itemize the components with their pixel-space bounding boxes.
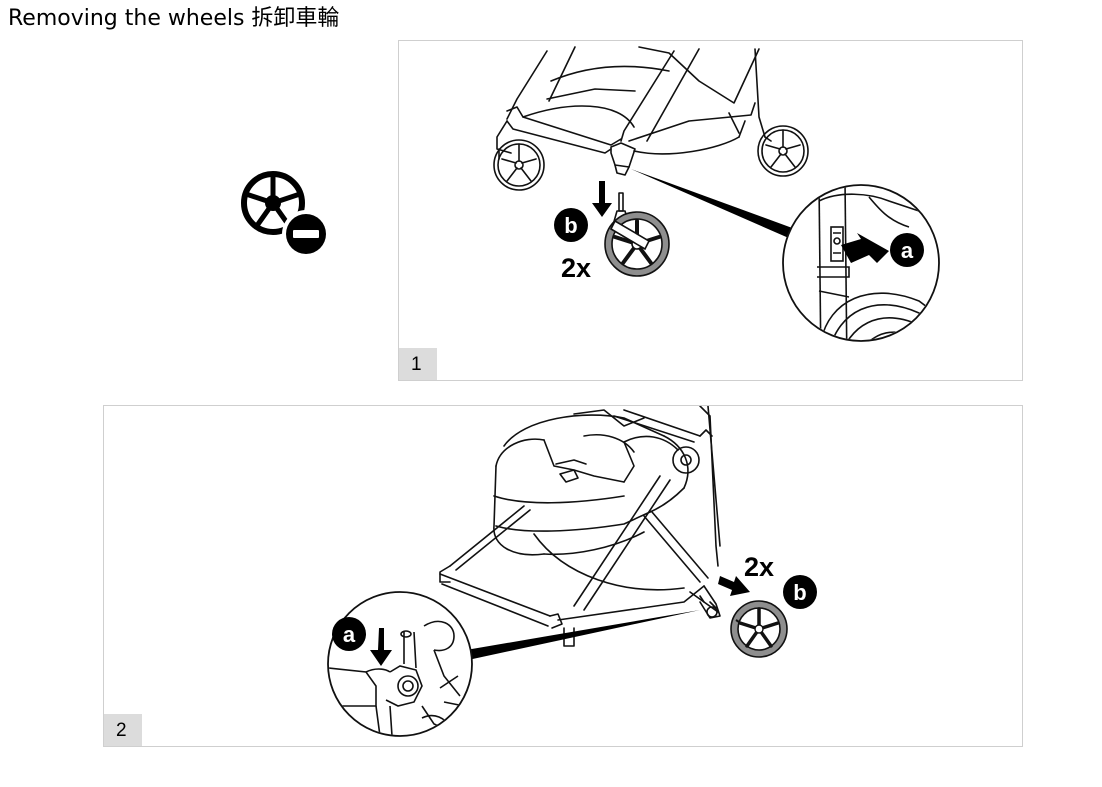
step-1-callout-b-badge bbox=[554, 208, 588, 242]
step-2-callout-a: a bbox=[343, 622, 356, 647]
step-1-zoom-detail: a bbox=[782, 184, 940, 342]
step-1-arrow-a bbox=[841, 233, 889, 263]
step-2-panel: 2x b a bbox=[103, 405, 1023, 747]
step-1-panel: b 2x a bbox=[398, 40, 1023, 381]
step-2-wheel bbox=[730, 600, 788, 658]
step-1-zoom-beam bbox=[631, 169, 795, 239]
step-1-wheel bbox=[604, 211, 670, 277]
remove-wheel-icon bbox=[236, 168, 332, 260]
step-2-arrow-b bbox=[718, 576, 750, 596]
step-2-zoom-beam bbox=[466, 610, 700, 660]
step-2-arrow-a bbox=[370, 628, 392, 666]
page-title: Removing the wheels 拆卸車輪 bbox=[8, 6, 340, 31]
step-2-callout-a-badge bbox=[332, 617, 366, 651]
step-2-number: 2 bbox=[104, 714, 142, 746]
step-2-callout-b: b bbox=[793, 580, 806, 605]
step-1-illustration: b 2x a bbox=[493, 46, 940, 342]
step-1-multiplier: 2x bbox=[561, 253, 591, 283]
step-1-number: 1 bbox=[399, 348, 437, 380]
step-1-arrow-b bbox=[592, 181, 612, 217]
step-1-callout-b: b bbox=[564, 213, 577, 238]
step-2-multiplier: 2x bbox=[744, 552, 774, 582]
step-1-callout-a: a bbox=[901, 238, 914, 263]
step-2-zoom-detail: a bbox=[327, 591, 473, 737]
step-2-illustration: 2x b a bbox=[327, 406, 817, 737]
step-2-callout-b-badge bbox=[783, 575, 817, 609]
step-1-callout-a-badge bbox=[890, 233, 924, 267]
